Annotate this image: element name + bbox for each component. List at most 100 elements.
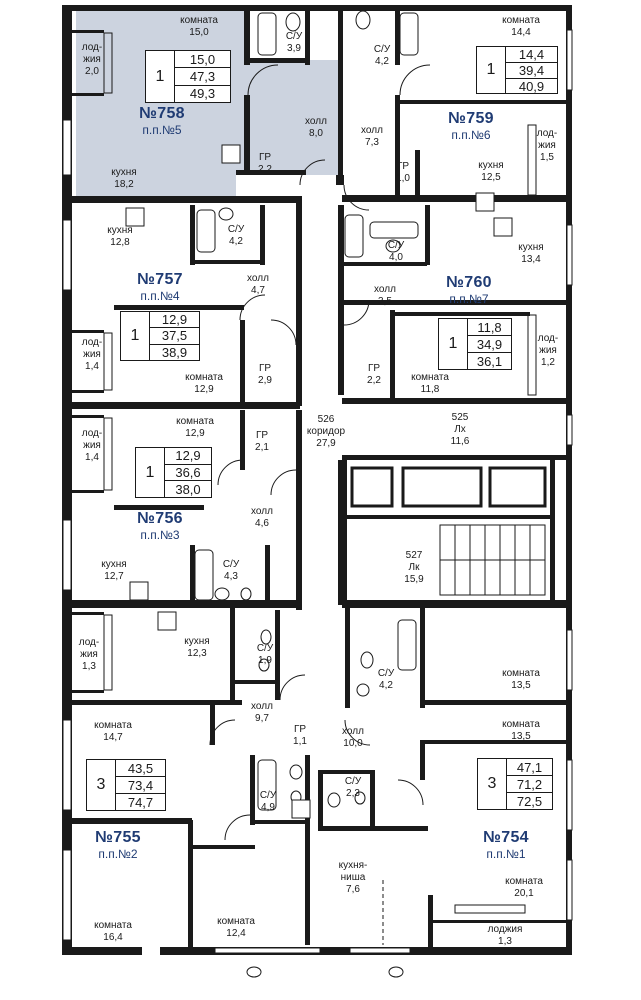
room-label-line: лод-	[536, 128, 558, 139]
room-label-line: 4,3	[224, 571, 238, 582]
doors	[209, 64, 431, 841]
room-label-line: 14,7	[103, 732, 123, 743]
apartment-760-number[interactable]: №760 п.п.№7	[446, 274, 492, 306]
area-total-loggia: 36,1	[476, 353, 503, 369]
room-label-line: С/У	[256, 643, 274, 654]
room-label-line: 11,6	[450, 436, 470, 447]
apartment-pp: п.п.№2	[98, 847, 138, 861]
apartment-757-number[interactable]: №757 п.п.№4	[137, 271, 183, 303]
room-label-line: С/У	[285, 31, 303, 42]
room-label-line: 27,9	[316, 438, 336, 449]
area-box-758: 1 15,0 47,3 49,3	[145, 50, 231, 103]
room-label-line: 1,2	[541, 357, 555, 368]
area-box-755: 3 43,5 73,4 74,7	[86, 759, 166, 811]
room-label-line: С/У	[373, 44, 391, 55]
apartment-pp: п.п.№3	[140, 528, 180, 542]
room-label-line: комната	[502, 668, 540, 679]
room-label-line: холл	[251, 506, 273, 517]
room-label-line: 11,8	[420, 384, 440, 395]
room-label-line: коридор	[306, 426, 346, 437]
room-label-line: комната	[176, 416, 214, 427]
room-label-line: кухня-	[338, 860, 368, 871]
room-label-line: С/У	[387, 240, 405, 251]
apartment-758-highlight[interactable]	[76, 8, 342, 198]
room-label-line: 18,2	[114, 179, 134, 190]
room-label-line: кухня	[478, 160, 504, 171]
area-total: 34,9	[468, 336, 511, 353]
room-label-line: 20,1	[514, 888, 534, 899]
room-label-line: комната	[502, 719, 540, 730]
elevator-shafts	[350, 466, 547, 508]
area-box-757: 1 12,9 37,5 38,9	[120, 311, 200, 361]
room-label-line: комната	[94, 920, 132, 931]
bathtubs	[194, 12, 419, 811]
room-label-line: 4,2	[229, 236, 243, 247]
apartment-pp: п.п.№4	[140, 289, 180, 303]
room-label-line: лод-	[81, 428, 103, 439]
room-label-line: 2,3	[346, 788, 360, 799]
room-label-line: С/У	[227, 224, 245, 235]
room-label-line: лод-	[81, 337, 103, 348]
loggia-frames	[103, 32, 537, 914]
room-label-line: ГР	[258, 363, 272, 374]
apartment-pp: п.п.№6	[451, 128, 491, 142]
area-total-loggia: 38,0	[175, 481, 201, 497]
area-total-loggia: 38,9	[161, 344, 188, 360]
room-label-line: 4,2	[375, 56, 389, 67]
room-label-line: комната	[217, 916, 255, 927]
room-label-line: 4,0	[389, 252, 403, 263]
room-count: 1	[448, 335, 458, 352]
room-label-line: 3,9	[287, 43, 301, 54]
room-label-line: ГР	[255, 430, 269, 441]
apartment-number: №759	[448, 110, 494, 127]
area-total-loggia: 40,9	[518, 79, 545, 94]
area-living: 12,9	[150, 312, 199, 329]
room-label-line: 3,5	[378, 296, 392, 307]
room-label-line: жия	[80, 649, 98, 660]
room-label-line: 4,6	[255, 518, 269, 529]
room-label-line: ГР	[367, 363, 381, 374]
room-label-line: 12,8	[110, 237, 130, 248]
room-label-line: жия	[83, 54, 101, 65]
area-total: 36,6	[165, 465, 211, 482]
room-label-line: холл	[374, 284, 396, 295]
room-label-line: 4,7	[251, 285, 265, 296]
apartment-number: №757	[137, 271, 183, 288]
room-label-line: 10,0	[343, 738, 363, 749]
area-box-760: 1 11,8 34,9 36,1	[438, 318, 512, 370]
apartment-number: №755	[95, 829, 141, 846]
apartment-755-number[interactable]: №755 п.п.№2	[95, 829, 141, 861]
room-label-line: С/У	[259, 790, 277, 801]
apartment-754-number[interactable]: №754 п.п.№1	[483, 829, 529, 861]
area-box-756: 1 12,9 36,6 38,0	[135, 447, 212, 498]
room-label-line: 13,4	[521, 254, 541, 265]
apartment-756-number[interactable]: №756 п.п.№3	[137, 510, 183, 542]
apartment-759-number[interactable]: №759 п.п.№6	[448, 110, 494, 142]
room-label-line: жия	[83, 440, 101, 451]
room-label-line: ниша	[340, 872, 366, 883]
room-label-line: 527	[405, 550, 423, 561]
room-label-line: С/У	[222, 559, 240, 570]
room-label-line: 13,5	[511, 680, 531, 691]
area-total-loggia: 72,5	[516, 793, 543, 809]
apartment-758-number[interactable]: №758 п.п.№5	[139, 105, 185, 137]
area-living: 47,1	[507, 759, 552, 776]
